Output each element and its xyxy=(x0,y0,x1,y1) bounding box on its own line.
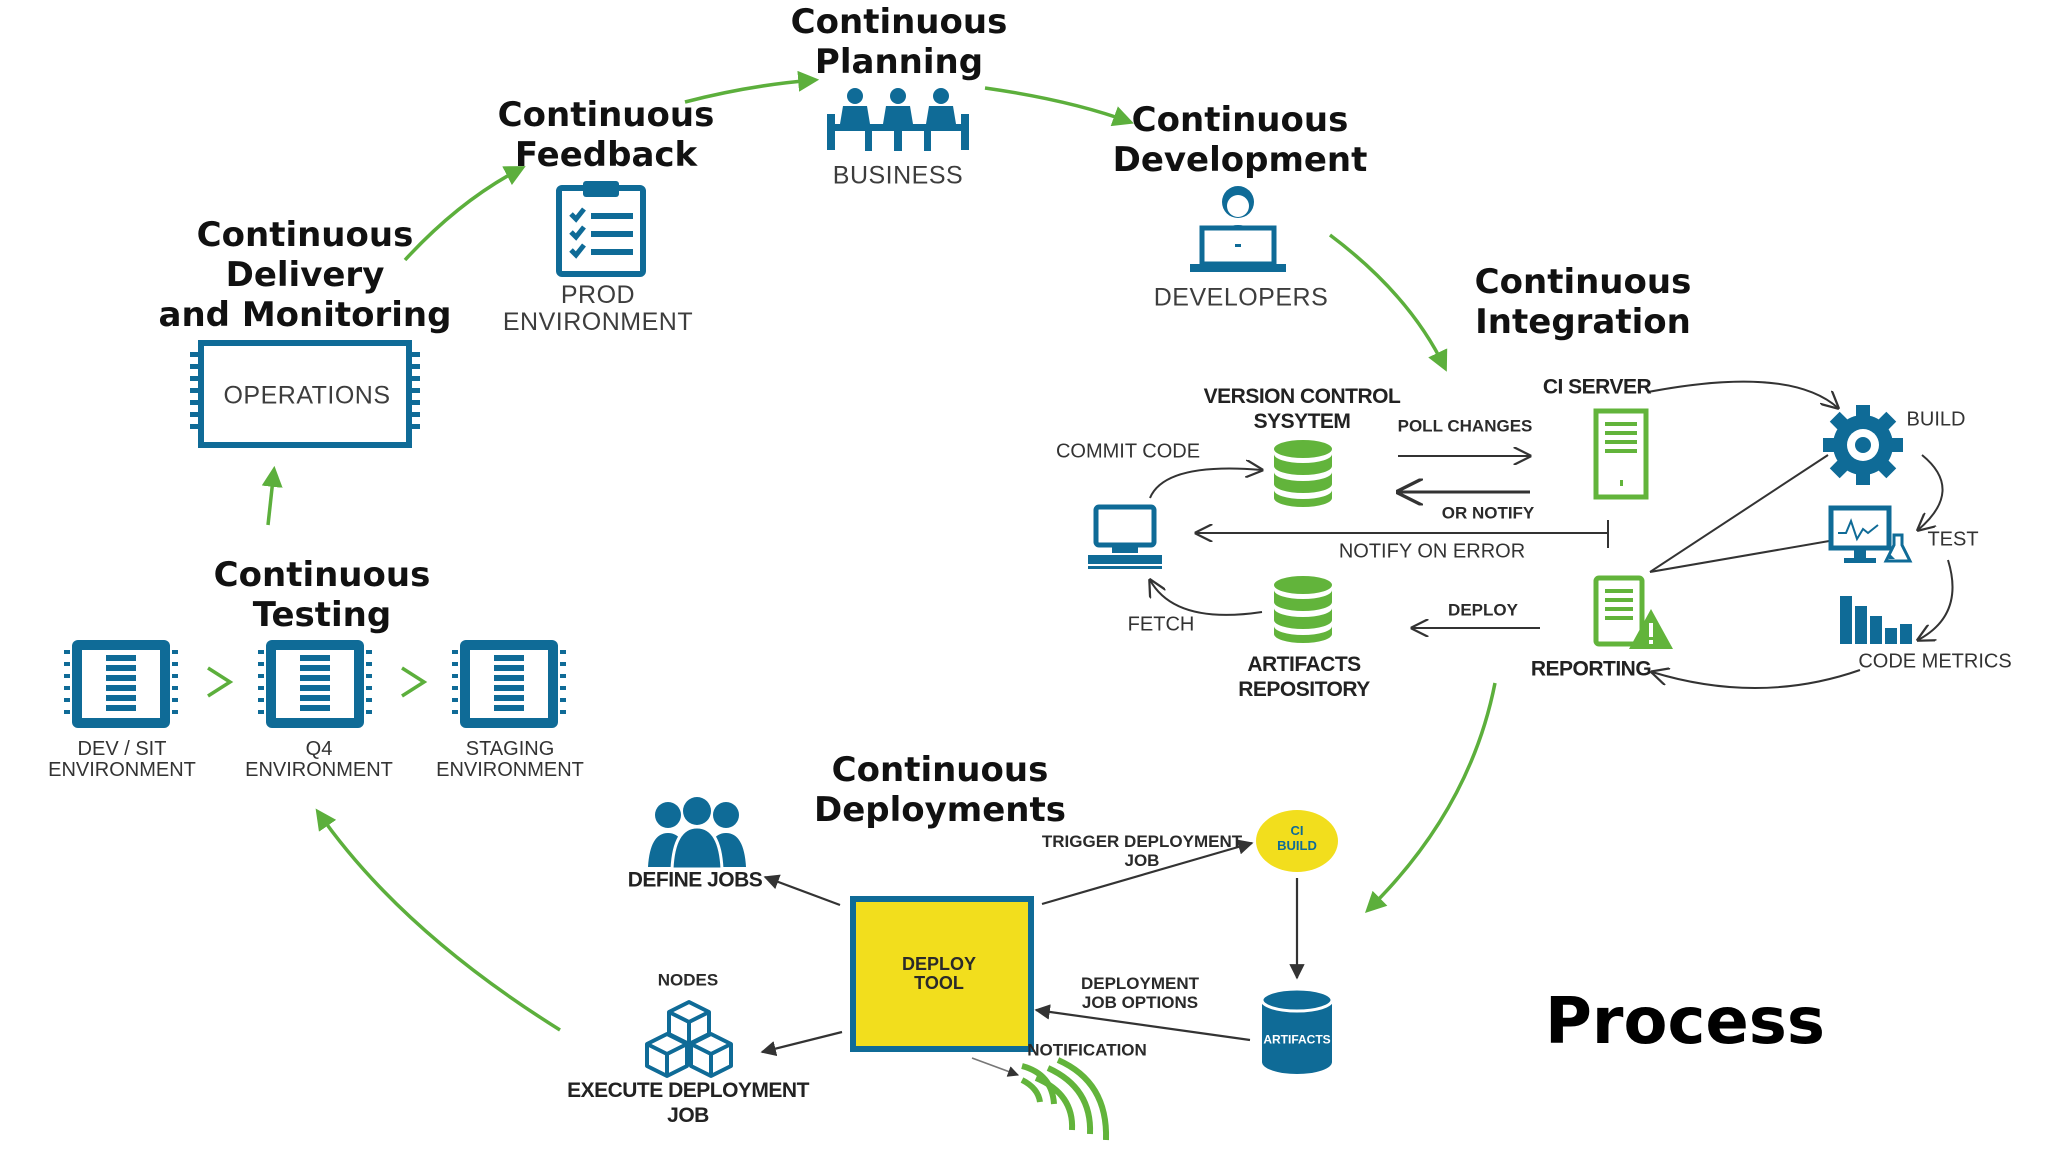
operations-label: OPERATIONS xyxy=(223,381,391,410)
development-label: DEVELOPERS xyxy=(1153,283,1329,312)
artifacts-label: ARTIFACTS xyxy=(1263,1032,1331,1047)
line-reporting-to-build xyxy=(1649,454,1829,573)
nodes-cubes-icon xyxy=(645,1000,733,1078)
notify-on-error-label: NOTIFY ON ERROR xyxy=(1338,540,1526,563)
notification-label: NOTIFICATION xyxy=(1027,1040,1147,1060)
q4-label: Q4 ENVIRONMENT xyxy=(245,738,393,781)
ci-server-label: CI SERVER xyxy=(1542,375,1652,399)
deployment-job-options-label: DEPLOYMENT JOB OPTIONS xyxy=(1080,974,1200,1012)
execute-deployment-label: EXECUTE DEPLOYMENT JOB xyxy=(567,1079,809,1127)
process-slide-title: Process xyxy=(1545,985,1825,1059)
test-monitor-icon xyxy=(1828,505,1913,563)
arrow-trigger xyxy=(1041,839,1254,906)
deployments-title: Continuous Deployments xyxy=(814,750,1066,830)
notification-signal-icon xyxy=(1020,1057,1110,1141)
delivery-title: Continuous Delivery and Monitoring xyxy=(158,215,452,335)
arrow-deployments-to-testing xyxy=(315,808,561,1032)
vcs-database-icon xyxy=(1274,440,1332,507)
artifacts-repository-label: ARTIFACTS REPOSITORY xyxy=(1238,653,1370,701)
reporting-icon xyxy=(1593,575,1673,649)
ci-server-icon xyxy=(1593,408,1649,500)
arrow-delivery-to-feedback xyxy=(403,166,526,262)
testing-title: Continuous Testing xyxy=(213,555,431,635)
staging-server-icon xyxy=(452,640,566,728)
gear-icon xyxy=(1823,405,1903,485)
build-label: BUILD xyxy=(1906,408,1966,431)
vcs-label: VERSION CONTROL SYSYTEM xyxy=(1203,385,1401,433)
feedback-title: Continuous Feedback xyxy=(497,95,715,175)
nodes-label: NODES xyxy=(657,970,719,990)
meeting-icon xyxy=(827,88,969,151)
line-reporting-to-test xyxy=(1649,539,1836,573)
feedback-label: PROD ENVIRONMENT xyxy=(502,281,694,336)
arrow-testing-to-delivery xyxy=(261,465,283,526)
arrow-build-to-test xyxy=(1918,454,1944,530)
planning-title: Continuous Planning xyxy=(790,2,1008,82)
workstation-icon xyxy=(1088,504,1162,569)
arrow-metrics-to-reporting xyxy=(1652,670,1861,689)
artifacts-database-icon xyxy=(1274,576,1332,643)
planning-label: BUSINESS xyxy=(832,161,964,190)
staging-label: STAGING ENVIRONMENT xyxy=(436,738,584,781)
arrow-commit xyxy=(1149,469,1262,499)
operations-chip-icon xyxy=(190,340,420,448)
arrow-notification xyxy=(971,1057,1020,1077)
chevron-dev-to-q4 xyxy=(207,666,234,698)
arrow-planning-to-development xyxy=(984,86,1134,127)
reporting-label: REPORTING xyxy=(1530,657,1652,681)
define-jobs-team-icon xyxy=(648,797,746,871)
arrow-options xyxy=(1034,1004,1251,1042)
define-jobs-label: DEFINE JOBS xyxy=(627,868,763,892)
arrow-tool-to-define xyxy=(763,874,841,907)
deploy-label: DEPLOY xyxy=(1448,600,1518,620)
test-label: TEST xyxy=(1927,528,1979,551)
developer-laptop-icon xyxy=(1190,186,1286,272)
arrow-tool-to-execute xyxy=(760,1030,843,1057)
chevron-q4-to-staging xyxy=(401,666,428,698)
code-metrics-icon xyxy=(1840,596,1912,644)
ci-build-badge xyxy=(1256,810,1338,872)
deploy-tool-label: DEPLOY TOOL xyxy=(901,954,977,993)
arrow-fetch xyxy=(1150,580,1263,616)
integration-title: Continuous Integration xyxy=(1474,262,1692,342)
trigger-deployment-label: TRIGGER DEPLOYMENT JOB xyxy=(1041,832,1243,870)
arrow-ci-to-build xyxy=(1647,380,1838,408)
dev-sit-label: DEV / SIT ENVIRONMENT xyxy=(48,738,196,781)
or-notify-label: OR NOTIFY xyxy=(1441,503,1535,523)
arrow-feedback-to-planning xyxy=(684,70,820,104)
development-title: Continuous Development xyxy=(1112,100,1368,180)
poll-changes-label: POLL CHANGES xyxy=(1397,416,1533,436)
arrow-integration-to-deployments xyxy=(1365,682,1497,913)
clipboard-icon xyxy=(556,181,646,277)
ci-build-label: CI BUILD xyxy=(1277,823,1317,853)
deploy-tool-box xyxy=(850,896,1034,1052)
commit-code-label: COMMIT CODE xyxy=(1055,440,1201,463)
arrow-development-to-integration xyxy=(1328,233,1448,372)
code-metrics-label: CODE METRICS xyxy=(1858,650,2012,673)
artifacts-cylinder-icon xyxy=(1260,987,1334,1074)
arrow-test-to-metrics xyxy=(1918,559,1954,640)
fetch-label: FETCH xyxy=(1127,613,1195,636)
q4-server-icon xyxy=(258,640,372,728)
dev-sit-server-icon xyxy=(64,640,178,728)
